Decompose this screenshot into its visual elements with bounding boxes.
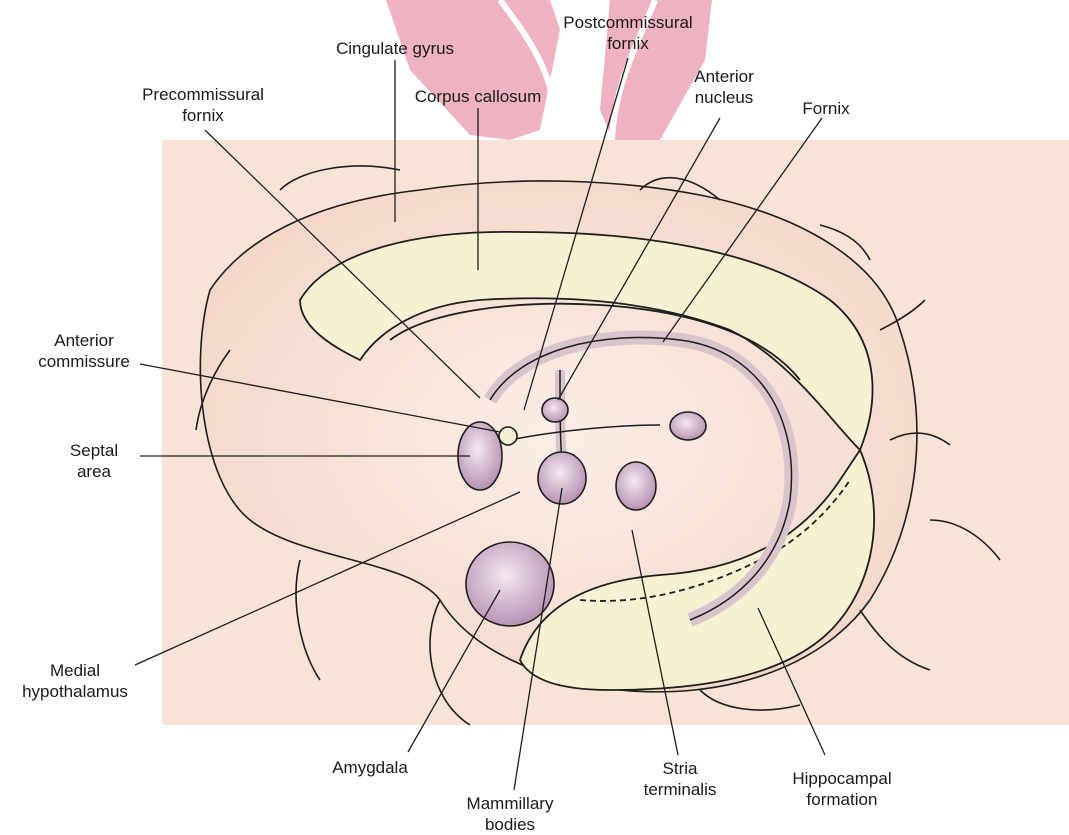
label-fornix: Fornix bbox=[802, 98, 849, 119]
anterior-nucleus-shape bbox=[542, 398, 568, 422]
label-amygdala: Amygdala bbox=[332, 757, 408, 778]
label-mammillary-bodies: Mammillary bodies bbox=[467, 793, 554, 835]
label-septal-area: Septal area bbox=[70, 440, 118, 482]
label-medial-hypothalamus: Medial hypothalamus bbox=[22, 660, 128, 702]
label-stria-terminalis: Stria terminalis bbox=[644, 758, 717, 800]
label-corpus-callosum: Corpus callosum bbox=[415, 86, 542, 107]
label-anterior-nucleus: Anterior nucleus bbox=[694, 66, 754, 108]
label-hippocampal-formation: Hippocampal formation bbox=[792, 768, 891, 810]
mammillary-body-shape bbox=[538, 452, 586, 504]
anterior-commissure-shape bbox=[499, 427, 517, 445]
nucleus-shape bbox=[670, 412, 706, 440]
label-cingulate-gyrus: Cingulate gyrus bbox=[336, 38, 454, 59]
label-anterior-commissure: Anterior commissure bbox=[38, 330, 130, 372]
label-precommissural-fornix: Precommissural fornix bbox=[142, 84, 264, 126]
amygdala-shape bbox=[466, 542, 554, 626]
nucleus-shape bbox=[616, 462, 656, 510]
label-postcommissural-fornix: Postcommissural fornix bbox=[563, 12, 692, 54]
